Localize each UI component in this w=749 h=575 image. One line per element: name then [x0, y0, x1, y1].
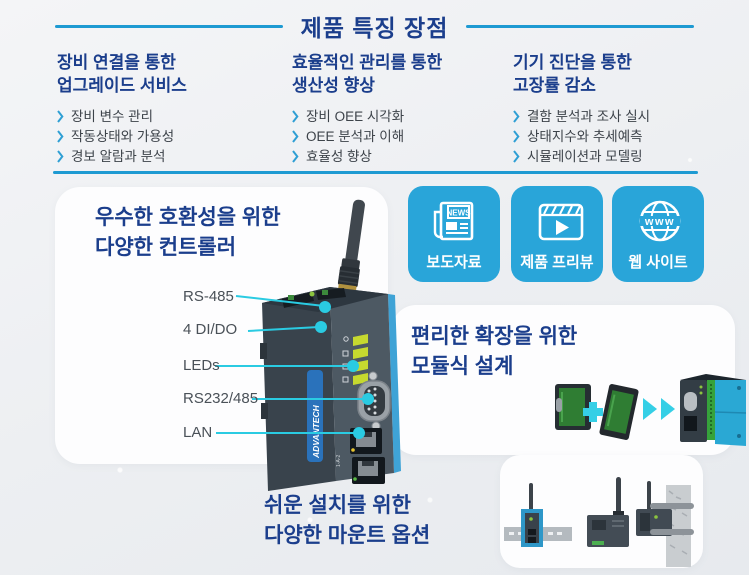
chevron-icon [292, 130, 299, 143]
chevron-icon [513, 110, 520, 123]
chevron-icon [57, 110, 64, 123]
quick-link-preview-button[interactable]: 제품 프리뷰 [511, 186, 603, 282]
port-label-di-do: 4 DI/DO [183, 321, 238, 338]
chevron-icon [513, 130, 520, 143]
db9-connector [357, 371, 391, 431]
chevron-icon [57, 150, 64, 163]
globe-icon: www [630, 186, 686, 251]
feature-item: 장비 OEE 시각화 [292, 107, 517, 126]
feature-item: 효율성 향상 [292, 147, 517, 166]
advantech-badge: ADVANTECH [307, 370, 323, 462]
advantech-logo-text: ADVANTECH [311, 404, 321, 459]
antenna [337, 199, 365, 300]
section-divider [53, 171, 698, 174]
quick-link-label: 보도자료 [426, 254, 482, 271]
din-rail-mount [504, 483, 572, 547]
feature-item: 작동상태와 가용성 [57, 127, 282, 146]
port-label-rs485: RS-485 [183, 288, 234, 305]
svg-text:www: www [644, 216, 675, 228]
port-label-lan: LAN [183, 424, 213, 441]
svg-text:1-A-2: 1-A-2 [336, 455, 342, 467]
quick-link-label: 제품 프리뷰 [520, 254, 594, 271]
chevron-icon [57, 130, 64, 143]
quick-link-label: 웹 사이트 [628, 254, 688, 271]
title-line-right [466, 24, 694, 28]
port-label-rs232-485: RS232/485 [183, 390, 259, 407]
led-array [342, 334, 368, 385]
feature-item: 상태지수와 추세예측 [513, 127, 738, 146]
chevron-icon [513, 150, 520, 163]
pole-mount [636, 481, 694, 567]
chevron-icon [292, 150, 299, 163]
wall-mount [587, 477, 629, 547]
feature-item: 결함 분석과 조사 실시 [513, 107, 738, 126]
feature-item: 시뮬레이션과 모델링 [513, 147, 738, 166]
page-title: 제품 특징 장점 [300, 15, 449, 41]
chevron-icon [292, 110, 299, 123]
video-icon [529, 186, 585, 251]
mount-options-image [504, 477, 694, 567]
feature-item: 장비 변수 관리 [57, 107, 282, 126]
quick-link-press-button[interactable]: NEWS 보도자료 [408, 186, 500, 282]
svg-text:NEWS: NEWS [447, 208, 472, 217]
news-icon: NEWS [426, 186, 482, 251]
title-line-left [55, 24, 283, 28]
modular-design-image [555, 374, 747, 446]
feature-item: OEE 분석과 이해 [292, 127, 517, 146]
port-label-leds: LEDs [183, 357, 220, 374]
feature-item: 경보 알람과 분석 [57, 147, 282, 166]
quick-link-website-button[interactable]: www 웹 사이트 [612, 186, 704, 282]
title-band: 제품 특징 장점 [55, 9, 694, 43]
